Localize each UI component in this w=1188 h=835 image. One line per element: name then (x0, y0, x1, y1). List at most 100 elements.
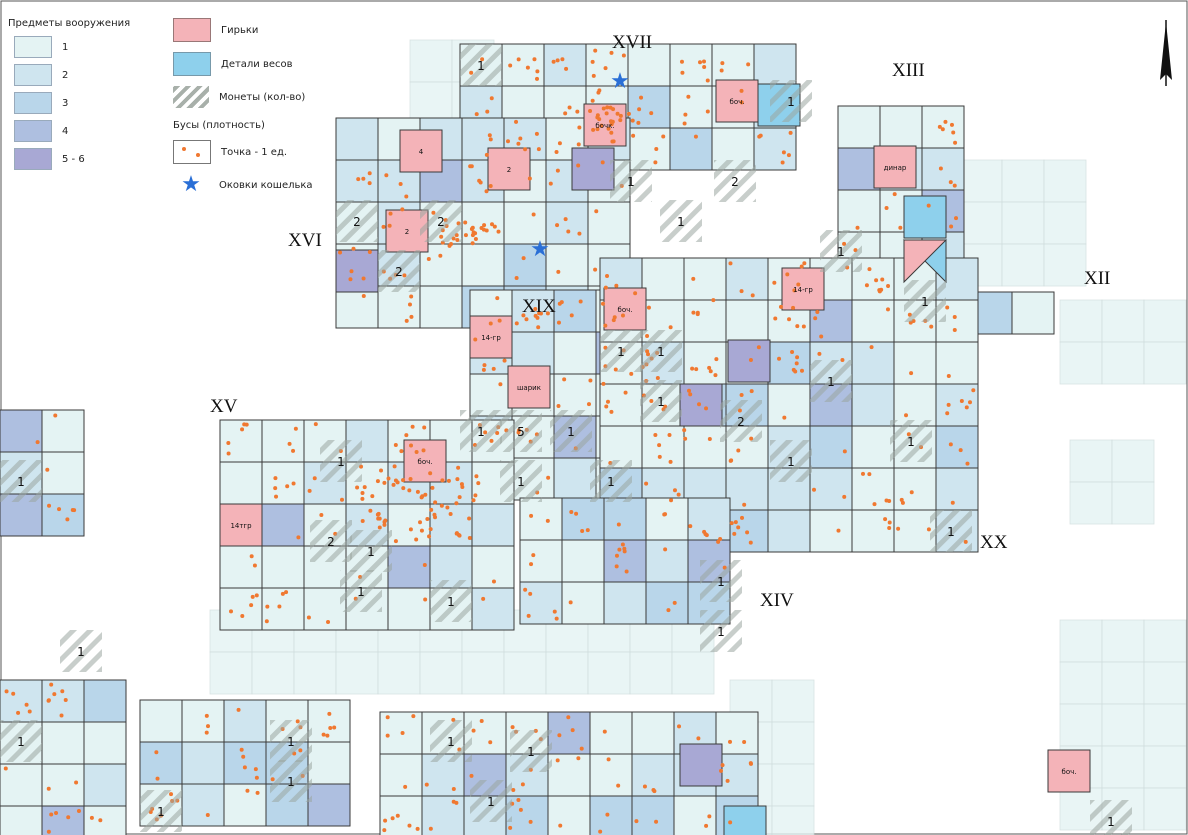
bead-point (497, 318, 502, 323)
bead-point (611, 139, 616, 144)
coin-square (810, 360, 852, 402)
bead-point (872, 502, 877, 507)
bead-point (400, 730, 405, 735)
bead-point (287, 441, 292, 446)
bead-point (657, 454, 662, 459)
excavation-square (851, 299, 895, 343)
bead-point (950, 500, 955, 505)
bead-point (552, 609, 557, 614)
weight-square (487, 147, 531, 191)
bead-point (399, 449, 404, 454)
bead-point (669, 498, 674, 503)
coin-square (140, 790, 182, 832)
bead-point (491, 579, 496, 584)
bead-point (618, 118, 623, 123)
bead-point (781, 150, 786, 155)
excavation-square (261, 419, 305, 463)
bead-point (591, 73, 596, 78)
bead-point (728, 739, 733, 744)
bead-point (579, 746, 584, 751)
bead-point (596, 90, 601, 95)
bead-point (470, 241, 475, 246)
bead-point (546, 475, 551, 480)
excavation-square (837, 189, 881, 233)
bead-point (682, 428, 687, 433)
bead-point (742, 502, 747, 507)
excavation-square (645, 539, 689, 583)
bead-point (454, 531, 459, 536)
bead-point (563, 111, 568, 116)
bead-point (606, 126, 611, 131)
bead-point (609, 50, 614, 55)
coin-count: 1 (627, 175, 635, 189)
excavation-square (1143, 299, 1187, 343)
bead-point (614, 553, 619, 558)
bead-point (53, 413, 58, 418)
bead-point (404, 433, 409, 438)
excavation-square (139, 699, 183, 743)
bead-point (574, 511, 579, 516)
bead-point (392, 464, 397, 469)
excavation-square (921, 105, 965, 149)
legend-label: Оковки кошелька (219, 179, 313, 191)
bead-point (226, 440, 231, 445)
weight-label: боч. (1062, 768, 1077, 776)
bead-point (653, 160, 658, 165)
excavation-square (335, 117, 379, 161)
weapon-square-high (727, 339, 771, 383)
coin-count: 1 (787, 455, 795, 469)
bead-point (273, 486, 278, 491)
legend-label: 5 - 6 (62, 153, 85, 165)
bead-point (245, 788, 250, 793)
bead-point (459, 482, 464, 487)
bead-point (49, 812, 54, 817)
weight-square (873, 145, 917, 189)
bead-point (482, 363, 487, 368)
bead-point (812, 487, 817, 492)
excavation-square (519, 497, 563, 541)
excavation-square (629, 651, 673, 695)
bead-point (448, 512, 453, 517)
bead-point (720, 61, 725, 66)
bead-point (842, 449, 847, 454)
excavation-square (935, 425, 979, 469)
coin-count: 1 (517, 475, 525, 489)
bead-point (527, 176, 532, 181)
weight-label: 4 (419, 148, 424, 156)
bead-point (590, 98, 595, 103)
excavation-square (387, 545, 431, 589)
legend-weapons-4: 4 (14, 120, 68, 142)
excavation-square (261, 545, 305, 589)
bead-point (683, 436, 688, 441)
bead-point (535, 69, 540, 74)
bead-point (887, 498, 892, 503)
bead-point (477, 178, 482, 183)
bead-point (471, 728, 476, 733)
bead-point (782, 415, 787, 420)
bead-point (408, 527, 413, 532)
bead-point (419, 528, 424, 533)
excavation-square (379, 795, 423, 835)
bead-point (264, 619, 269, 624)
bead-point (375, 479, 380, 484)
legend-beads-title: Бусы (плотность) (173, 120, 265, 131)
bead-point (423, 597, 428, 602)
coin-count: 1 (617, 345, 625, 359)
bead-point (35, 440, 40, 445)
excavation-square (645, 497, 689, 541)
bead-point (705, 109, 710, 114)
excavation-square (181, 783, 225, 827)
bead-point (54, 810, 59, 815)
bead-point (66, 815, 71, 820)
legend-weapons-3: 3 (14, 92, 68, 114)
excavation-square (1069, 439, 1113, 483)
bead-point (474, 112, 479, 117)
excavation-square (587, 201, 631, 245)
bead-point (604, 111, 609, 116)
bead-point (523, 587, 528, 592)
excavation-square (0, 679, 43, 723)
coin-square (340, 570, 382, 612)
excavation-square (461, 243, 505, 287)
bead-point (505, 139, 510, 144)
